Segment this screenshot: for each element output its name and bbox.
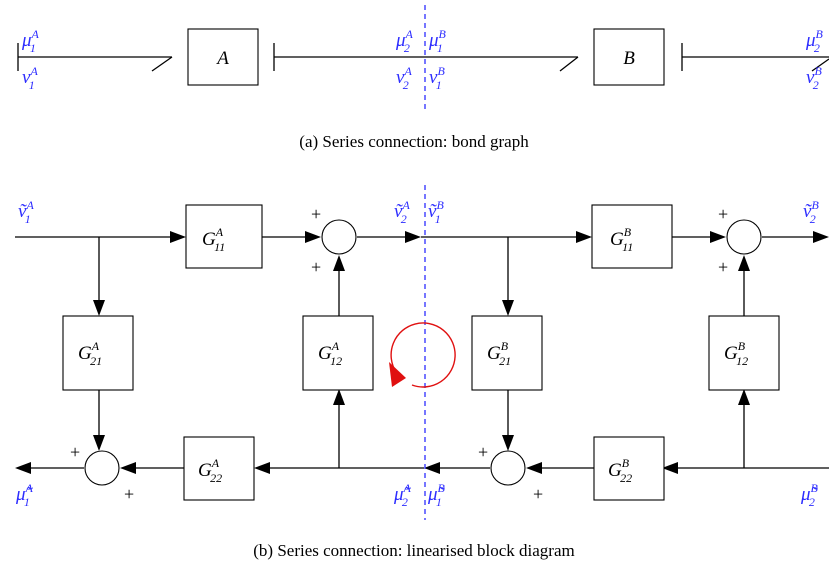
plus-sign: + bbox=[718, 257, 728, 277]
arrow-head bbox=[502, 435, 514, 451]
plus-sign: + bbox=[478, 442, 488, 462]
arrow-head bbox=[738, 255, 750, 271]
arrow-head bbox=[333, 389, 345, 405]
loop-circulation-icon bbox=[389, 322, 456, 388]
sum-junction-bot-a bbox=[84, 450, 120, 486]
half-arrow-2 bbox=[559, 56, 579, 72]
block-a bbox=[187, 28, 259, 86]
plus-sign: + bbox=[718, 204, 728, 224]
block-b bbox=[593, 28, 665, 86]
plus-sign: + bbox=[311, 257, 321, 277]
arrow-head bbox=[305, 231, 321, 243]
arrow-head bbox=[254, 462, 270, 474]
arrow-head bbox=[170, 231, 186, 243]
sum-junction-top-a bbox=[321, 219, 357, 255]
arrow-head bbox=[813, 231, 829, 243]
arrow-head bbox=[526, 462, 542, 474]
plus-sign: + bbox=[70, 442, 80, 462]
block-a-label: A bbox=[215, 48, 229, 69]
arrow-head bbox=[738, 389, 750, 405]
plus-sign: + bbox=[124, 484, 134, 504]
plus-sign: + bbox=[533, 484, 543, 504]
arrow-head bbox=[710, 231, 726, 243]
arrow-head bbox=[662, 462, 678, 474]
block-b-label: B bbox=[623, 48, 635, 69]
caption-b: (b) Series connection: linearised block … bbox=[253, 541, 574, 560]
arrow-head bbox=[502, 300, 514, 316]
sum-junction-top-b bbox=[726, 219, 762, 255]
arrow-head bbox=[93, 435, 105, 451]
arrow-head bbox=[15, 462, 31, 474]
arrow-head bbox=[93, 300, 105, 316]
arrow-head bbox=[120, 462, 136, 474]
arrow-head bbox=[333, 255, 345, 271]
plus-sign: + bbox=[311, 204, 321, 224]
sum-junction-bot-b bbox=[490, 450, 526, 486]
half-arrow-3 bbox=[811, 58, 829, 72]
arrow-head bbox=[405, 231, 421, 243]
caption-a: (a) Series connection: bond graph bbox=[299, 132, 529, 151]
arrow-head bbox=[424, 462, 440, 474]
arrow-head bbox=[576, 231, 592, 243]
half-arrow-1 bbox=[151, 56, 173, 72]
